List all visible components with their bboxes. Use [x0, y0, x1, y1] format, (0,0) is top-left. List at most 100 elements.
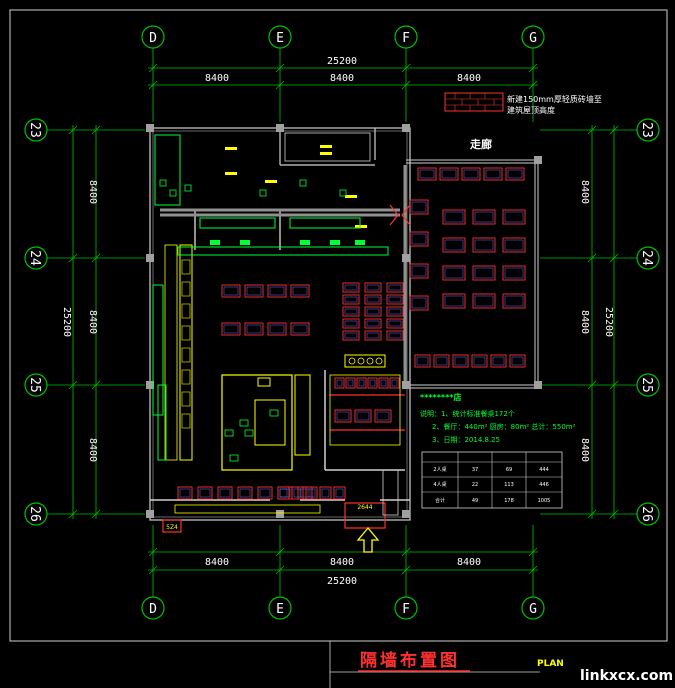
table [386, 306, 404, 317]
table [414, 354, 431, 368]
table-top [335, 488, 344, 498]
entry-arrow-icon [356, 526, 380, 553]
table [342, 318, 360, 329]
yellow-mark [345, 195, 357, 198]
green-fixture [269, 409, 279, 417]
legend-line-1: 新建150mm厚轻质砖墙至 [507, 94, 602, 104]
dim-right-bay-2: 8400 [579, 310, 590, 334]
table-top [366, 296, 380, 303]
svg-text:D: D [149, 602, 157, 617]
bar-stool [357, 357, 365, 365]
column [146, 124, 154, 132]
yellow-mark [265, 180, 277, 183]
dim-tick [68, 253, 78, 263]
svg-text:F: F [402, 602, 410, 617]
green-fixture [229, 454, 239, 462]
table [452, 354, 469, 368]
island-side [294, 374, 311, 456]
table [409, 295, 429, 311]
dim-tick [401, 565, 411, 575]
table-top [419, 169, 435, 179]
burner [181, 347, 191, 363]
column [146, 254, 154, 262]
svg-text:25: 25 [639, 377, 654, 393]
burner [181, 325, 191, 341]
table [471, 354, 488, 368]
dim-tick [609, 125, 619, 135]
svg-text:26: 26 [27, 506, 42, 522]
yellow-counter [179, 244, 193, 461]
table-cell: 2人桌 [433, 466, 446, 473]
central-island [221, 374, 293, 471]
table [442, 209, 466, 225]
dim-tick [609, 509, 619, 519]
table-top [463, 169, 479, 179]
bar-stool [366, 357, 374, 365]
table [334, 377, 345, 389]
svg-text:E: E [276, 31, 284, 46]
table-top [388, 284, 402, 291]
dim-left-bay-3: 8400 [87, 438, 98, 462]
dim-tick [148, 565, 158, 575]
table-top [411, 265, 427, 277]
column [402, 510, 410, 518]
table-top [366, 332, 380, 339]
table [472, 209, 496, 225]
dim-tick [148, 547, 158, 557]
table-top [366, 308, 380, 315]
table-top [366, 284, 380, 291]
bubble-left-25: 25 [24, 373, 48, 397]
table [364, 294, 382, 305]
table-top [344, 296, 358, 303]
column [402, 254, 410, 262]
table-top [299, 488, 311, 498]
svg-text:G: G [529, 31, 537, 46]
table-top [279, 488, 288, 498]
dim-tick [528, 80, 538, 90]
table-top [179, 488, 191, 498]
green-fixture [169, 189, 177, 197]
table [374, 409, 392, 423]
table-top [504, 239, 524, 251]
counter-area [329, 374, 401, 446]
svg-text:26: 26 [639, 506, 654, 522]
pass-counter [177, 246, 389, 256]
bubble-top-d: D [141, 25, 165, 49]
table [319, 486, 332, 500]
column [276, 124, 284, 132]
notes-line-2: 2、餐厅：440m² 厨房：80m² 总计：550m² [432, 422, 576, 431]
dim-tick [609, 380, 619, 390]
building-walls [149, 127, 539, 521]
table-top [356, 411, 370, 421]
table [257, 486, 273, 500]
table-top [344, 308, 358, 315]
column [146, 381, 154, 389]
dim-tick [68, 380, 78, 390]
dim-tick [275, 63, 285, 73]
table-top [474, 267, 494, 279]
table-cell: 1005 [538, 498, 551, 504]
table-top [369, 379, 376, 387]
table-top [388, 308, 402, 315]
dimension-lines [68, 63, 619, 575]
notes-line-3: 3、日期：2014.8.25 [432, 436, 500, 444]
dim-tick [68, 125, 78, 135]
legend: 新建150mm厚轻质砖墙至 建筑屋顶高度 [444, 92, 602, 115]
dim-tick [275, 565, 285, 575]
dim-tick [587, 125, 597, 135]
table-top [444, 267, 464, 279]
dim-tick [401, 63, 411, 73]
drawing-subtitle: PLAN [537, 659, 564, 669]
table-top [411, 201, 427, 213]
counter [289, 217, 361, 229]
table-cell: 37 [472, 467, 478, 473]
dim-tick [275, 547, 285, 557]
column [402, 124, 410, 132]
table [409, 231, 429, 247]
bubble-top-f: F [394, 25, 418, 49]
dim-tick [528, 63, 538, 73]
svg-text:23: 23 [27, 122, 42, 138]
table [442, 265, 466, 281]
table-top [474, 295, 494, 307]
bubble-left-26: 26 [24, 502, 48, 526]
